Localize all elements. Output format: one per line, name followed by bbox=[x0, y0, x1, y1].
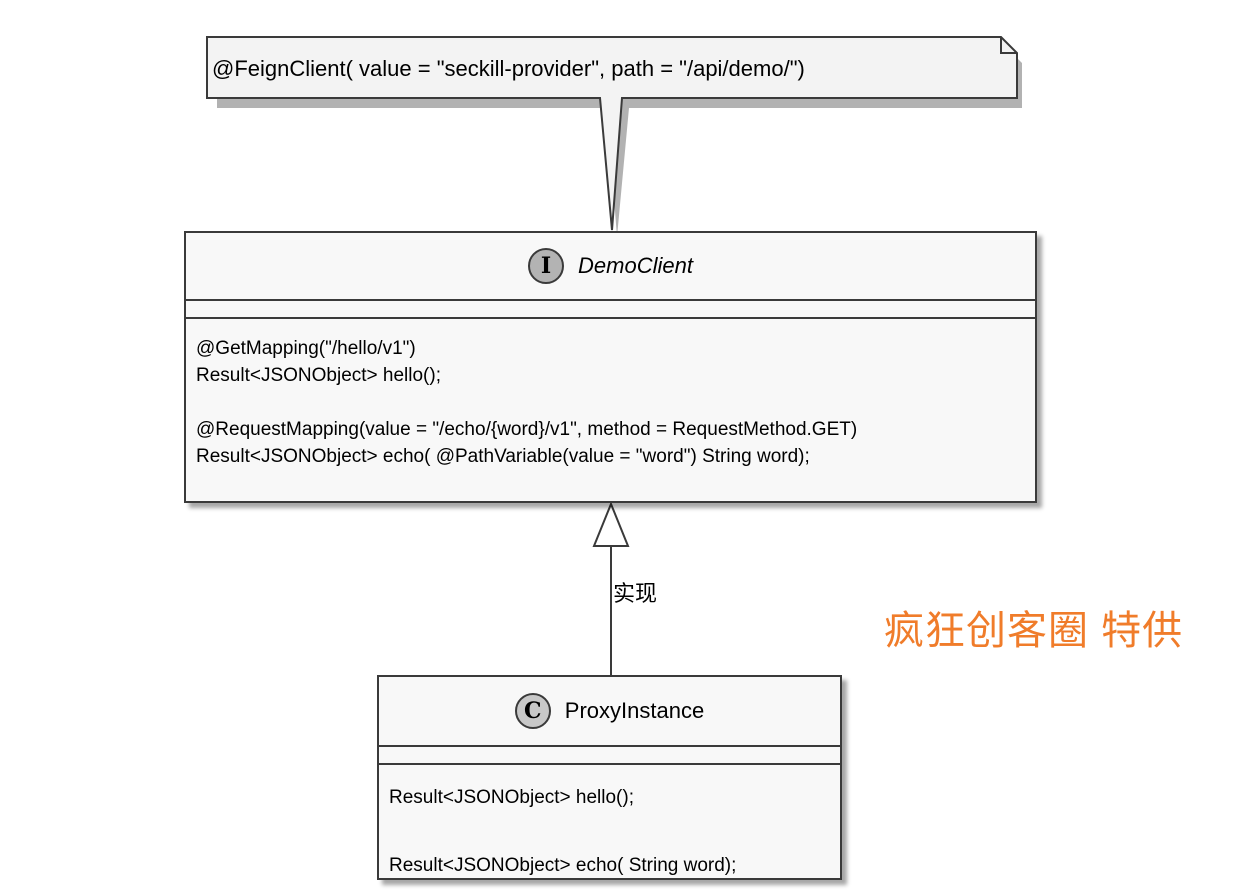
member-line: @GetMapping("/hello/v1") bbox=[196, 338, 416, 359]
relation-label: 实现 bbox=[613, 581, 658, 606]
class-fields-compartment bbox=[379, 747, 840, 765]
member-line: Result<JSONObject> hello(); bbox=[389, 787, 634, 808]
interface-stereotype-icon: I bbox=[528, 248, 565, 284]
interface-header: I DemoClient bbox=[186, 233, 1035, 301]
member-line: @RequestMapping(value = "/echo/{word}/v1… bbox=[196, 419, 858, 440]
interface-fields-compartment bbox=[186, 301, 1035, 319]
member-spacer bbox=[389, 815, 830, 849]
watermark-text: 疯狂创客圈 特供 bbox=[884, 609, 1184, 653]
inheritance-arrowhead bbox=[592, 501, 630, 547]
member-line: Result<JSONObject> hello(); bbox=[196, 365, 441, 386]
class-header: C ProxyInstance bbox=[379, 677, 840, 747]
interface-methods-compartment: @GetMapping("/hello/v1") Result<JSONObje… bbox=[186, 319, 1035, 470]
member-line: Result<JSONObject> echo( @PathVariable(v… bbox=[196, 446, 810, 467]
class-name: ProxyInstance bbox=[564, 698, 705, 723]
interface-demo-client: I DemoClient @GetMapping("/hello/v1") Re… bbox=[184, 231, 1037, 503]
class-proxy-instance: C ProxyInstance Result<JSONObject> hello… bbox=[377, 675, 842, 880]
member-line: Result<JSONObject> echo( String word); bbox=[389, 855, 737, 876]
class-methods-compartment: Result<JSONObject> hello(); Result<JSONO… bbox=[379, 765, 840, 883]
note-text: @FeignClient( value = "seckill-provider"… bbox=[212, 56, 805, 81]
realization-connector bbox=[592, 501, 630, 677]
class-stereotype-icon: C bbox=[514, 693, 551, 729]
member-spacer bbox=[196, 389, 1025, 416]
interface-name: DemoClient bbox=[578, 253, 693, 278]
note-shape bbox=[206, 36, 1022, 237]
